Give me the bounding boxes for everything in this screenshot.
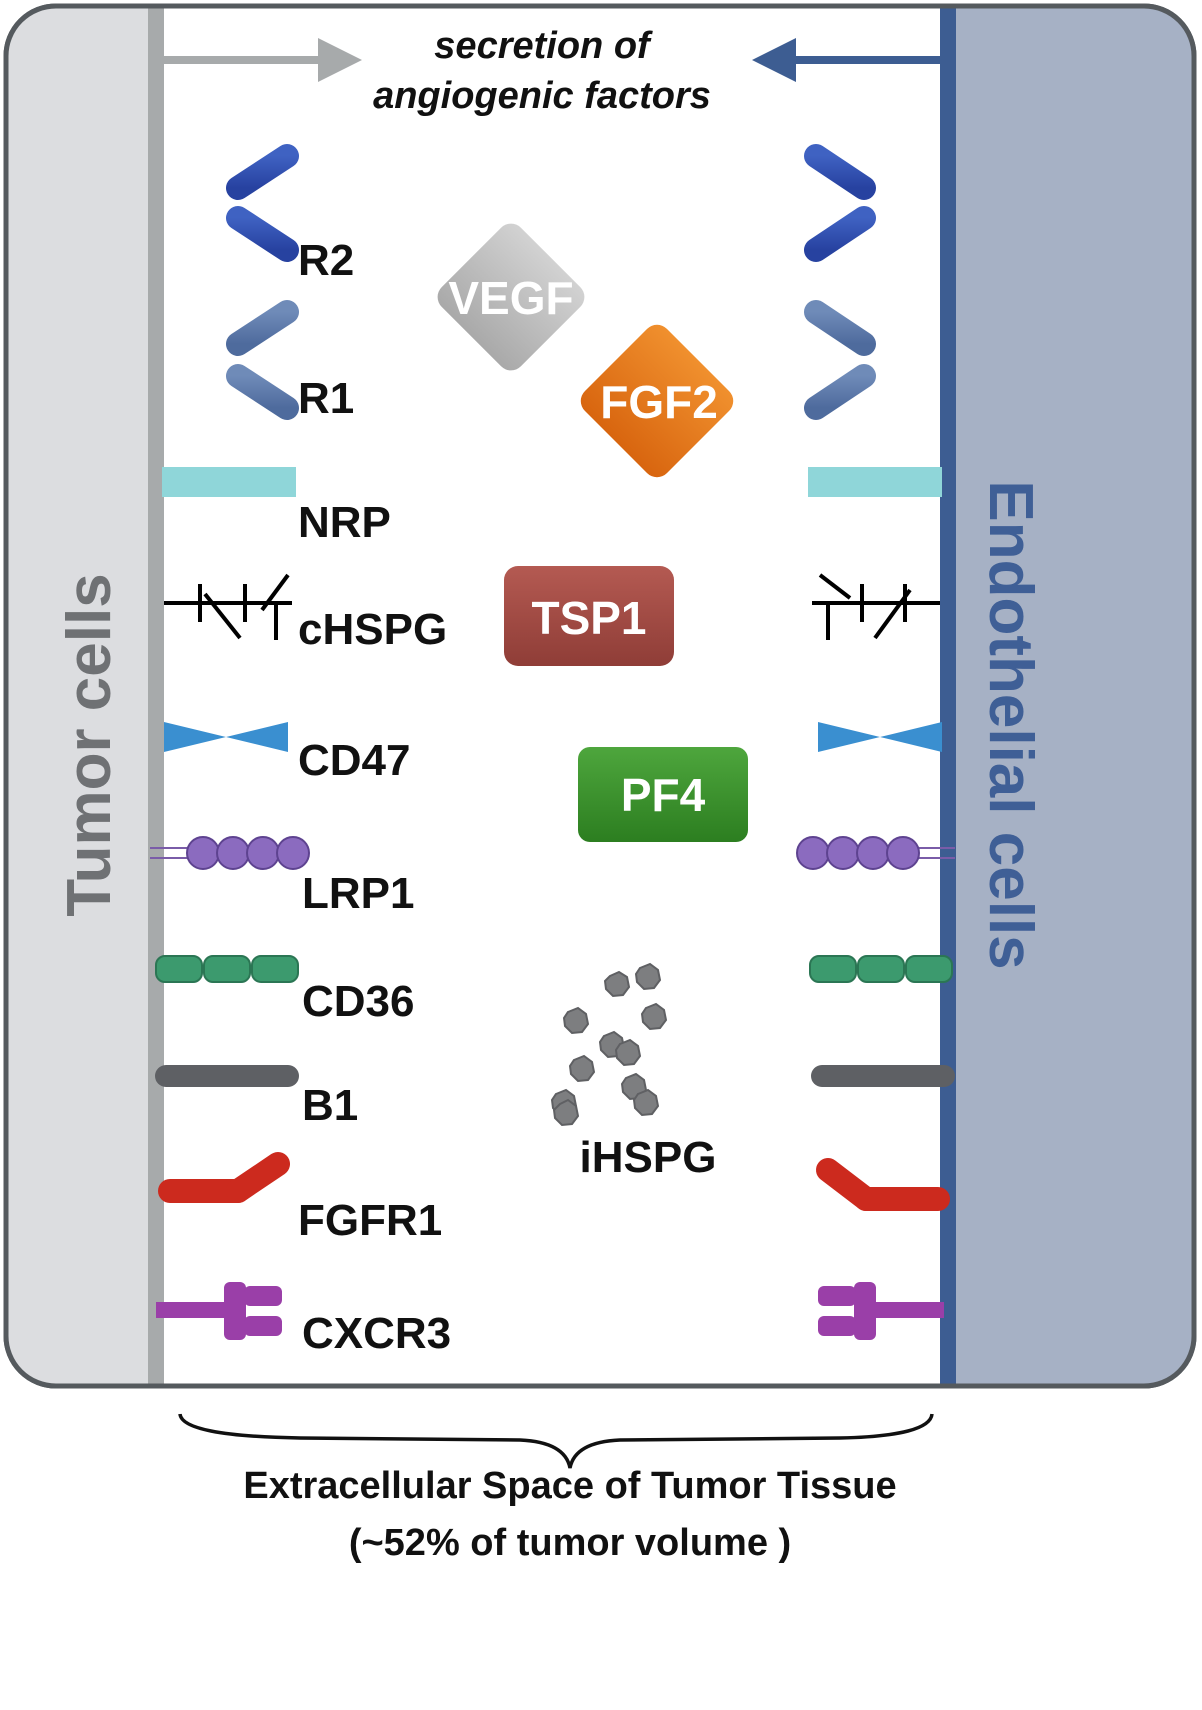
r2-receptor-left — [150, 144, 299, 262]
cd36-label: CD36 — [302, 977, 415, 1026]
footer-line2: (~52% of tumor volume ) — [349, 1522, 791, 1564]
chspg-label: cHSPG — [298, 605, 447, 654]
cd47-receptor-right — [818, 722, 942, 752]
fgf2-ligand: FGF2 — [580, 324, 734, 478]
extracellular-brace — [178, 1413, 934, 1469]
tsp1-ligand: TSP1 — [504, 566, 674, 666]
lrp1-receptor-left — [150, 836, 310, 870]
cd47-receptor-left — [164, 722, 288, 752]
ihspg-label: iHSPG — [580, 1133, 717, 1182]
secretion-title-line1: secretion of — [434, 25, 653, 67]
r2-receptor-right — [804, 144, 950, 262]
lrp1-receptor-right — [796, 836, 955, 870]
vegf-ligand: VEGF — [437, 223, 585, 371]
vegf-label: VEGF — [448, 272, 573, 324]
cxcr3-receptor-left — [156, 1282, 282, 1340]
cd36-receptor-right — [809, 955, 953, 983]
r2-label: R2 — [298, 236, 354, 285]
ihspg-ligand — [550, 962, 668, 1127]
chspg-receptor-right — [812, 573, 940, 640]
nrp-label: NRP — [298, 498, 391, 547]
fgfr1-receptor-right — [816, 1158, 950, 1211]
footer-line1: Extracellular Space of Tumor Tissue — [243, 1465, 896, 1507]
cxcr3-label: CXCR3 — [302, 1309, 451, 1358]
r1-receptor-left — [150, 300, 299, 420]
secretion-title-line2: angiogenic factors — [373, 75, 711, 117]
left-secretion-arrow — [164, 38, 362, 82]
nrp-receptor-right — [808, 467, 942, 497]
tumor-cells-label: Tumor cells — [55, 573, 124, 916]
b1-label: B1 — [302, 1081, 358, 1130]
endothelial-panel — [950, 8, 1192, 1384]
fgfr1-label: FGFR1 — [298, 1196, 442, 1245]
fgf2-label: FGF2 — [600, 376, 718, 428]
pf4-label: PF4 — [621, 769, 706, 821]
r1-receptor-right — [804, 300, 950, 420]
r1-label: R1 — [298, 374, 354, 423]
lrp1-label: LRP1 — [302, 869, 414, 918]
pf4-ligand: PF4 — [578, 747, 748, 842]
chspg-receptor-left — [164, 573, 292, 640]
cd36-receptor-left — [155, 955, 299, 983]
tumor-panel — [8, 8, 158, 1384]
nrp-receptor-left — [162, 467, 296, 497]
cxcr3-receptor-right — [818, 1282, 944, 1340]
cd47-label: CD47 — [298, 736, 411, 785]
fgfr1-receptor-left — [158, 1152, 290, 1203]
right-secretion-arrow — [752, 38, 940, 82]
endothelial-cells-label: Endothelial cells — [976, 480, 1045, 969]
tsp1-label: TSP1 — [531, 592, 646, 644]
